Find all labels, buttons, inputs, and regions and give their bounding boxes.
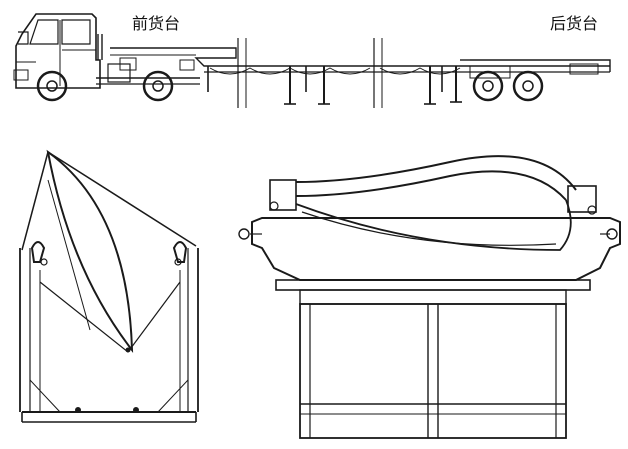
trailer-rear-wheel-2 [512,70,544,102]
tractor-front-wheel [36,70,68,102]
front-deck [110,38,610,108]
front-deck-label: 前货台 [132,14,181,33]
blade-saddle-side-view [238,155,621,439]
tractor-rear-wheel [142,70,174,102]
truck-trailer-side-view [13,13,611,108]
trailer-support-legs [207,66,462,105]
rear-deck-label: 后货台 [550,14,599,33]
trailer-cables [209,67,461,75]
blade-saddle-end-view [19,149,199,423]
rear-deck [460,59,611,79]
tractor-cab [13,13,101,89]
trailer-rear-wheel-1 [472,70,504,102]
